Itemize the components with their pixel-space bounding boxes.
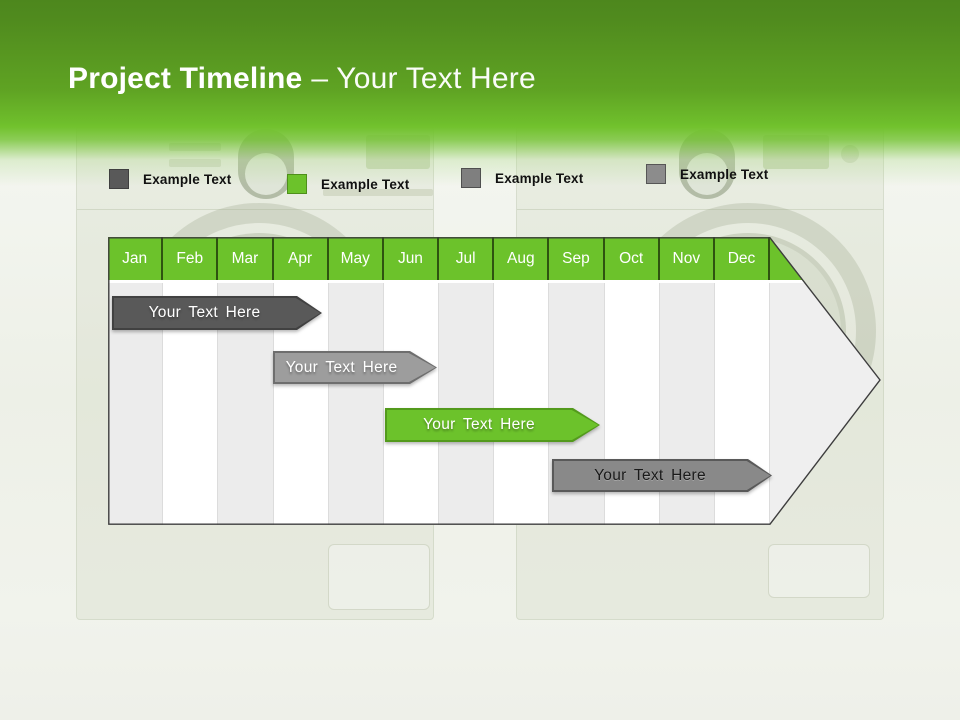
month-cell-feb[interactable]: Feb <box>163 237 219 280</box>
timeline-bar-3[interactable]: Your Text Here <box>385 408 600 442</box>
timeline-column <box>439 283 495 525</box>
bar-label: Your Text Here <box>423 416 535 433</box>
month-cell-may[interactable]: May <box>329 237 384 280</box>
legend-label: Example Text <box>495 170 584 186</box>
month-cell-dec[interactable]: Dec <box>715 237 771 280</box>
title-band <box>0 0 960 200</box>
legend-label: Example Text <box>321 176 410 192</box>
timeline-column <box>383 283 440 525</box>
timeline-bar-4[interactable]: Your Text Here <box>552 459 772 492</box>
bar-label: Your Text Here <box>594 466 706 484</box>
title-light-text: – Your Text Here <box>311 62 536 95</box>
legend-item-2[interactable]: Example Text <box>287 174 409 194</box>
legend-swatch-gray <box>461 168 481 188</box>
legend-item-3[interactable]: Example Text <box>461 168 583 188</box>
page-title[interactable]: Project Timeline– Your Text Here <box>68 60 536 98</box>
machine-drawer <box>328 544 430 610</box>
legend-label: Example Text <box>680 166 769 182</box>
legend-item-1[interactable]: Example Text <box>109 169 231 189</box>
month-cell-jan[interactable]: Jan <box>108 237 164 280</box>
month-cell-mar[interactable]: Mar <box>218 237 274 280</box>
month-cell-nov[interactable]: Nov <box>660 237 715 280</box>
timeline-chart: Jan Feb Mar Apr May Jun Jul Aug Sep Oct … <box>108 237 881 525</box>
legend-item-4[interactable]: Example Text <box>646 164 768 184</box>
month-cell-jun[interactable]: Jun <box>384 237 440 280</box>
month-cell-aug[interactable]: Aug <box>494 237 550 280</box>
month-cell-apr[interactable]: Apr <box>274 237 329 280</box>
legend-swatch-green <box>287 174 307 194</box>
timeline-bar-2[interactable]: Your Text Here <box>273 351 437 384</box>
month-cell-jul[interactable]: Jul <box>439 237 495 280</box>
month-header: Jan Feb Mar Apr May Jun Jul Aug Sep Oct … <box>108 237 881 283</box>
month-header-cells: Jan Feb Mar Apr May Jun Jul Aug Sep Oct … <box>108 237 771 280</box>
bar-label: Your Text Here <box>285 358 398 376</box>
legend-swatch-gray-light <box>646 164 666 184</box>
month-cell-oct[interactable]: Oct <box>605 237 660 280</box>
legend-swatch-gray-dark <box>109 169 129 189</box>
month-cell-sep[interactable]: Sep <box>549 237 605 280</box>
legend-label: Example Text <box>143 171 232 187</box>
bar-label: Your Text Here <box>148 304 261 321</box>
machine-drawer <box>768 544 870 598</box>
timeline-arrow-body: Jan Feb Mar Apr May Jun Jul Aug Sep Oct … <box>108 237 881 525</box>
machine-control-panel <box>517 127 883 210</box>
timeline-bar-1[interactable]: Your Text Here <box>112 296 322 330</box>
title-bold-text: Project Timeline <box>68 62 303 95</box>
timeline-column <box>494 283 550 525</box>
timeline-arrow-tail <box>770 283 881 525</box>
timeline-column <box>328 283 384 525</box>
